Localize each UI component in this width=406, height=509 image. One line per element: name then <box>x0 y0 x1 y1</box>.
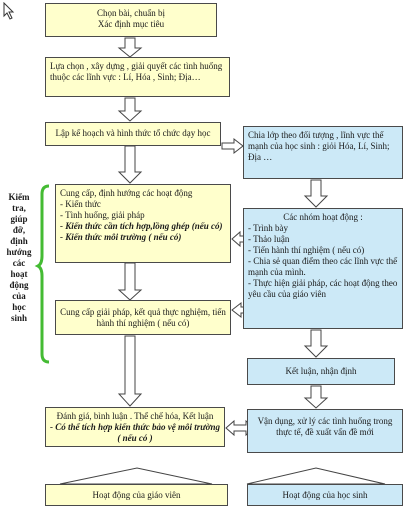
groups-title: Các nhóm hoạt động : <box>283 212 363 222</box>
box-divide-class: Chia lớp theo đối tượng , lĩnh vực thế m… <box>243 126 403 179</box>
arrow-down-7 <box>303 329 329 358</box>
provide-solution-text: Cung cấp giải pháp, kết quả thực nghiệm,… <box>60 307 226 328</box>
box-select-build: Lựa chọn , xây dựng , giải quyết các tìn… <box>45 57 230 97</box>
arrow-down-8 <box>303 385 329 409</box>
pointer-icon <box>3 2 15 20</box>
box-plan: Lập kế hoạch và hình thức tổ chức dạy họ… <box>45 122 221 146</box>
guide-item-3: - Kiến thức cần tích hợp,lồng ghép (nếu … <box>60 221 223 231</box>
legend-teacher: Hoạt động của giáo viên <box>45 484 228 506</box>
side-label-line: học <box>12 302 26 312</box>
side-label-line: định <box>10 236 28 246</box>
groups-item-1: - Trình bày <box>248 223 289 233</box>
legend-chevron-student <box>246 467 386 485</box>
guide-item-2: - Tình huống, giải pháp <box>60 210 145 220</box>
side-label: Kiểm tra, giúp đỡ, định hướng các hoạt đ… <box>2 192 36 324</box>
side-label-line: của <box>12 291 26 301</box>
plan-text: Lập kế hoạch và hình thức tổ chức dạy họ… <box>55 128 211 138</box>
arrow-down-2 <box>117 97 143 122</box>
side-bracket <box>34 184 50 364</box>
groups-item-4: - Chia sẻ quan điểm theo các lĩnh vực th… <box>248 256 398 277</box>
legend-chevron-teacher <box>59 467 213 485</box>
legend-student: Hoạt động của học sinh <box>247 484 403 506</box>
side-label-line: động <box>9 280 29 290</box>
box-evaluate: Đánh giá, bình luận . Thể chế hóa, Kết l… <box>45 407 225 447</box>
side-label-line: hoạt <box>10 269 28 279</box>
box-provide-solution: Cung cấp giải pháp, kết quả thực nghiệm,… <box>55 300 231 335</box>
choose-topic-line-1: Chọn bài, chuẩn bị <box>97 8 165 18</box>
box-groups: Các nhóm hoạt động : - Trình bày - Thảo … <box>243 208 403 329</box>
arrow-down-3 <box>117 145 143 184</box>
arrow-right-plan <box>221 137 244 155</box>
student-activity-text: Hoạt động của học sinh <box>282 490 368 500</box>
arrow-down-4 <box>117 262 143 301</box>
groups-item-3: - Tiến hành thí nghiệm ( nếu có) <box>248 245 365 255</box>
guide-item-1: - Kiến thức <box>60 199 101 209</box>
box-conclusion: Kết luận, nhận định <box>247 358 395 385</box>
side-label-line: Kiểm <box>8 192 30 202</box>
choose-topic-line-2: Xác định mục tiêu <box>97 19 165 29</box>
side-label-line: đỡ, <box>12 225 26 235</box>
guide-title: Cung cấp, định hướng các hoạt động <box>60 188 193 198</box>
groups-item-5: - Thực hiện giải pháp, các hoạt động the… <box>248 278 398 299</box>
apply-text: Vận dụng, xử lý các tình huống trong thự… <box>257 416 393 437</box>
box-choose-topic: Chọn bài, chuẩn bị Xác định mục tiêu <box>45 3 217 37</box>
side-label-line: tra, <box>12 203 26 213</box>
groups-item-2: - Thảo luận <box>248 234 290 244</box>
box-apply: Vận dụng, xử lý các tình huống trong thự… <box>247 409 403 453</box>
side-label-line: sinh <box>10 313 27 323</box>
side-label-line: hướng <box>6 247 32 257</box>
guide-item-4: - Kiến thức môi trường ( nếu có) <box>60 232 182 242</box>
arrow-down-5 <box>117 335 143 407</box>
side-label-line: giúp <box>10 214 28 224</box>
divide-class-text: Chia lớp theo đối tượng , lĩnh vực thế m… <box>248 130 390 162</box>
side-label-line: các <box>12 258 26 268</box>
evaluate-line-1: Đánh giá, bình luận . Thể chế hóa, Kết l… <box>56 411 214 421</box>
select-build-text: Lựa chọn , xây dựng , giải quyết các tìn… <box>50 61 223 82</box>
arrow-down-6 <box>303 179 329 208</box>
arrow-down-1 <box>117 37 143 58</box>
conclusion-text: Kết luận, nhận định <box>285 366 357 376</box>
box-guide-activities: Cung cấp, định hướng các hoạt động - Kiế… <box>55 184 231 263</box>
teacher-activity-text: Hoạt động của giáo viên <box>92 490 181 500</box>
evaluate-line-2: - Có thể tích hợp kiến thức bảo vệ môi t… <box>50 422 220 443</box>
